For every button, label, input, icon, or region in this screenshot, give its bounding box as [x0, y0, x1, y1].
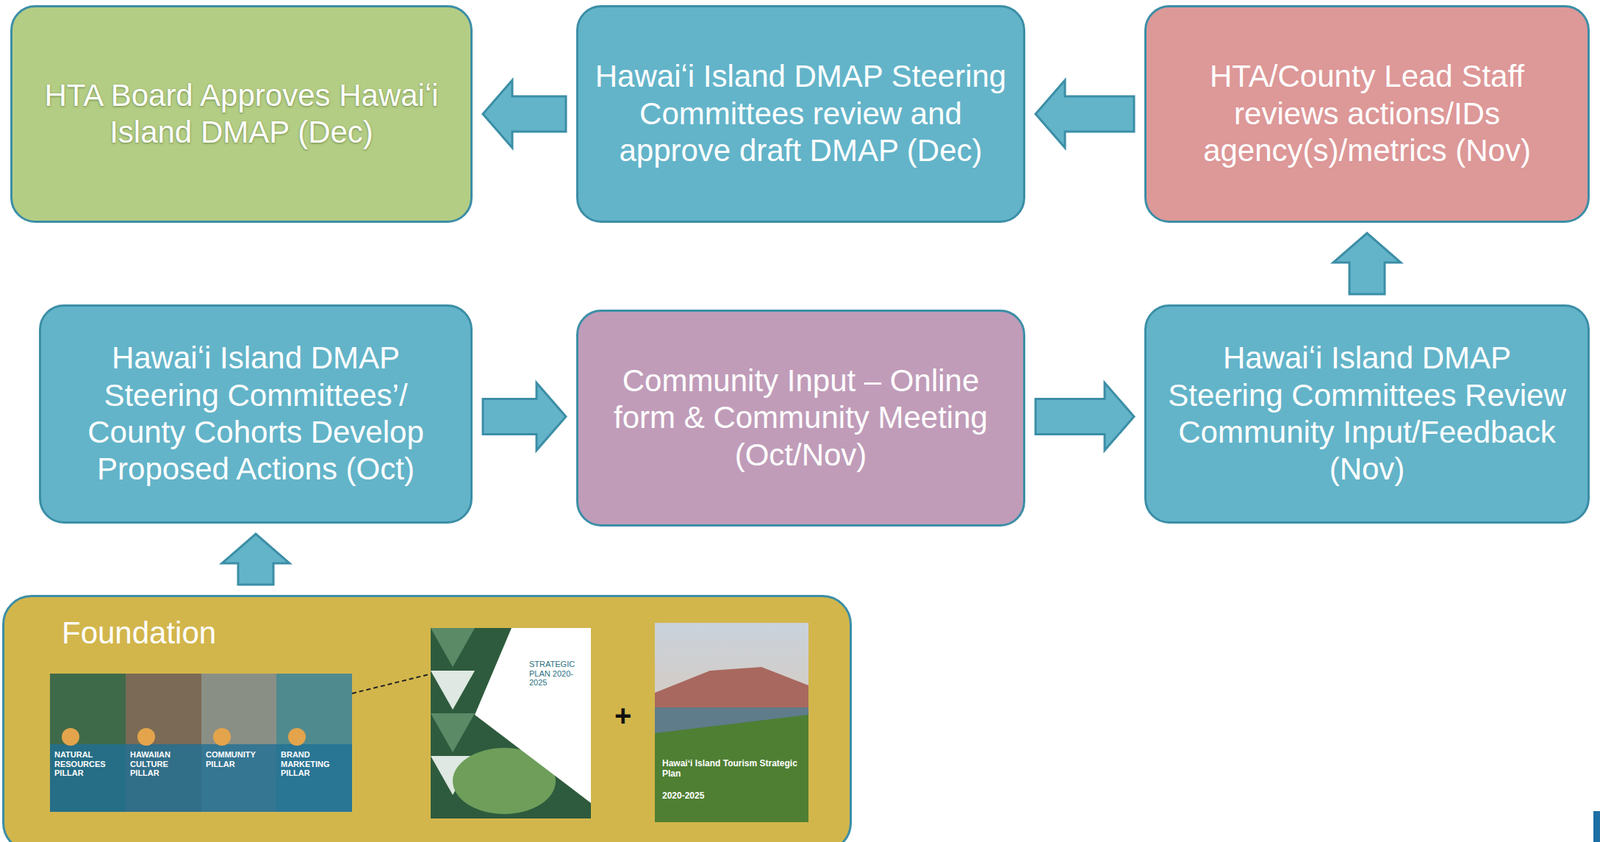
pillar-band [49, 743, 353, 812]
cover-ground [430, 627, 591, 819]
approval-box: HTA Board Approves Hawaiʻi Island DMAP (… [10, 5, 473, 223]
pillars-image [49, 673, 353, 812]
cover-pattern [430, 712, 475, 752]
block-arrow [221, 533, 290, 585]
strategic-plan-cover [430, 627, 591, 819]
pillar-label: NATURAL RESOURCES PILLAR [54, 749, 123, 778]
cover-pattern [430, 627, 475, 667]
block-arrow [482, 382, 566, 451]
cover-sky [654, 622, 809, 822]
block-arrow [1035, 80, 1135, 148]
block-arrow [482, 80, 566, 148]
cover-title: Hawaiʻi Island Tourism Strategic Plan [662, 758, 802, 780]
plus-sign: + [614, 698, 644, 733]
island-plan-cover [654, 622, 809, 822]
box-text: HTA Board Approves Hawaiʻi Island DMAP (… [28, 77, 455, 152]
foundation-panel: FoundationNATURAL RESOURCES PILLARHAWAII… [2, 594, 852, 842]
box-text: Hawaiʻi Island DMAP Steering Committees’… [57, 339, 455, 489]
pillar-label: COMMUNITY PILLAR [205, 749, 274, 769]
box-text: Hawaiʻi Island DMAP Steering Committees … [1162, 339, 1572, 489]
process-box: Community Input – Online form & Communit… [576, 309, 1026, 527]
cover-date: 2020-2025 [662, 790, 751, 802]
block-arrow [1035, 382, 1135, 451]
leader-line [352, 670, 444, 694]
box-text: Community Input – Online form & Communit… [594, 362, 1007, 474]
pillar-icon [137, 727, 156, 746]
corner-bar [1593, 810, 1600, 842]
cover-title: STRATEGIC PLAN 2020-2025 [529, 659, 588, 688]
box-text: Hawaiʻi Island DMAP Steering Committees … [594, 58, 1007, 170]
cover-panel [474, 627, 591, 803]
pillar-icon [61, 727, 80, 746]
panel-heading: Foundation [61, 614, 850, 652]
pillar-icon [213, 727, 231, 746]
cover-pattern [430, 670, 475, 710]
pillar-icon [288, 727, 306, 746]
pillar-label: HAWAIIAN CULTURE PILLAR [130, 749, 198, 778]
cover-hill [654, 714, 809, 822]
process-box: HTA/County Lead Staff reviews actions/ID… [1144, 5, 1590, 223]
process-box: Hawaiʻi Island DMAP Steering Committees … [576, 5, 1026, 223]
box-text: HTA/County Lead Staff reviews actions/ID… [1162, 58, 1572, 170]
process-box: Hawaiʻi Island DMAP Steering Committees’… [38, 304, 473, 524]
cover-mountain [654, 666, 809, 708]
block-arrow [1333, 232, 1401, 294]
pillar-label: BRAND MARKETING PILLAR [280, 749, 349, 778]
process-box: Hawaiʻi Island DMAP Steering Committees … [1144, 304, 1590, 524]
